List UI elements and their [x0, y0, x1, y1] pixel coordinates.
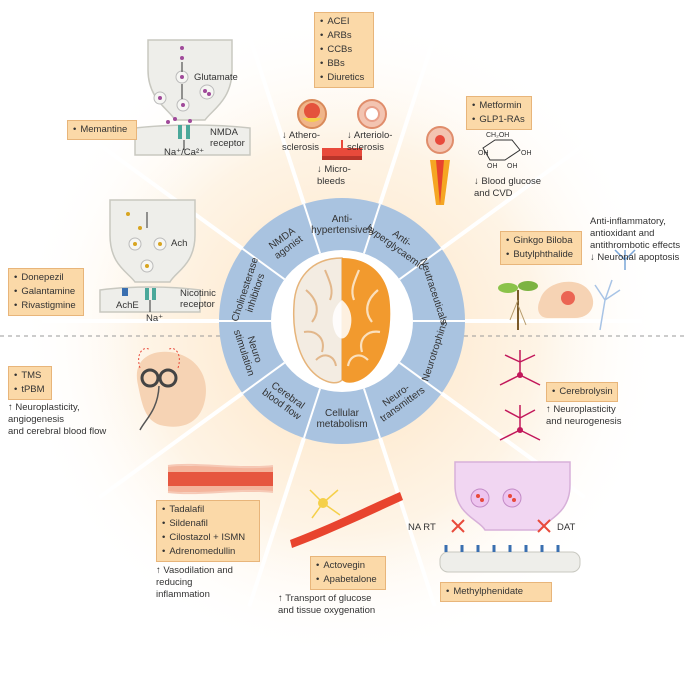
- label-ache: AchE: [116, 300, 139, 311]
- box-neurostimulation: TMStPBM: [8, 366, 52, 400]
- note-arteriolo: ↓ Arteriolo- sclerosis: [347, 130, 393, 153]
- radial-divider: [247, 437, 306, 607]
- label-nmda-receptor: NMDA receptor: [210, 127, 245, 149]
- cholinergic-synapse-illustration: [99, 199, 201, 313]
- box-item: Memantine: [73, 123, 130, 137]
- radial-divider: [247, 35, 306, 205]
- box-item: Rivastigmine: [14, 299, 77, 313]
- segment-separator: [303, 388, 322, 439]
- radial-divider: [98, 391, 244, 499]
- box-item: Galantamine: [14, 285, 77, 299]
- box-cholinesterase: DonepezilGalantamineRivastigmine: [8, 268, 84, 316]
- box-item: Actovegin: [316, 559, 379, 573]
- box-item: Diuretics: [320, 71, 367, 85]
- box-item: tPBM: [14, 383, 45, 397]
- vessel-illustrations: [297, 99, 387, 160]
- segment-separator: [362, 203, 381, 254]
- label-na: Na⁺: [146, 313, 164, 324]
- box-item: TMS: [14, 369, 45, 383]
- box-metabolism: ActoveginApabetalone: [310, 556, 386, 590]
- segment-separators: [219, 203, 465, 439]
- label-nicotinic: Nicotinic receptor: [180, 288, 216, 310]
- note-trophin-effect: ↑ Neuroplasticity and neurogenesis: [546, 404, 622, 427]
- label-dat: DAT: [557, 522, 576, 533]
- label-ach: Ach: [171, 238, 188, 249]
- segment-label-line: hypertensives: [311, 225, 373, 236]
- segment-label-antihyp: Anti-hypertensives: [311, 214, 373, 236]
- box-item: Donepezil: [14, 271, 77, 285]
- note-flow-effect: ↑ Vasodilation and reducing inflammation: [156, 565, 233, 600]
- segment-separator: [241, 247, 286, 281]
- segment-label-line: Anti-: [332, 214, 353, 225]
- nmda-synapse-illustration: [134, 39, 251, 156]
- dopaminergic-synapse-illustration: [439, 461, 581, 573]
- segment-label-line: metabolism: [316, 419, 367, 430]
- box-item: ARBs: [320, 29, 367, 43]
- label-ch2oh: CH₂OH: [486, 132, 510, 139]
- box-item: Methylphenidate: [446, 585, 545, 599]
- label-glutamate: Glutamate: [194, 72, 238, 83]
- segment-separator: [362, 388, 381, 439]
- segment-label-line: Cellular: [325, 408, 360, 419]
- box-memantine: Memantine: [67, 120, 137, 140]
- brain-icon: [292, 257, 391, 384]
- box-item: Tadalafil: [162, 503, 253, 517]
- neurostimulation-illustration: [136, 347, 206, 431]
- artery-illustration: [167, 463, 274, 495]
- box-item: Ginkgo Biloba: [506, 234, 575, 248]
- segment-separator: [398, 247, 443, 281]
- box-item: CCBs: [320, 43, 367, 57]
- radial-divider: [378, 437, 437, 607]
- note-athero: ↓ Athero- sclerosis: [282, 130, 321, 153]
- box-item: Sildenafil: [162, 517, 253, 531]
- radial-dividers: [42, 35, 642, 607]
- note-met-effect: ↑ Transport of glucose and tissue oxygen…: [278, 593, 376, 616]
- box-item: ACEI: [320, 15, 367, 29]
- box-antiglycaemic: MetforminGLP1-RAs: [466, 96, 532, 130]
- label-oh-4: OH: [507, 163, 518, 170]
- label-na-ca: Na⁺/Ca²⁺: [164, 147, 205, 158]
- segment-separator: [398, 361, 443, 395]
- neuron-illustration: [499, 350, 541, 441]
- box-item: Adrenomedullin: [162, 545, 253, 559]
- note-nutra-effect: Anti-inflammatory, antioxidant and antit…: [590, 216, 681, 263]
- box-item: Cerebrolysin: [552, 385, 612, 399]
- label-oh-1: OH: [478, 150, 489, 157]
- radial-divider: [440, 143, 586, 251]
- box-item: Apabetalone: [316, 573, 379, 587]
- box-item: Cilostazol + ISMN: [162, 531, 253, 545]
- box-neurotransmitters: Methylphenidate: [440, 582, 552, 602]
- nutraceutical-illustration: [498, 249, 636, 331]
- label-oh-2: OH: [521, 150, 532, 157]
- box-neurotrophins: Cerebrolysin: [546, 382, 618, 402]
- box-item: BBs: [320, 57, 367, 71]
- radial-divider: [98, 143, 244, 251]
- box-item: Metformin: [472, 99, 525, 113]
- box-item: Butylphthalide: [506, 248, 575, 262]
- box-nutraceuticals: Ginkgo BilobaButylphthalide: [500, 231, 582, 265]
- box-bloodflow: TadalafilSildenafilCilostazol + ISMNAdre…: [156, 500, 260, 562]
- note-microbleeds: ↓ Micro- bleeds: [317, 164, 351, 187]
- radial-divider: [378, 35, 437, 205]
- note-glucose: ↓ Blood glucose and CVD: [474, 176, 542, 199]
- glucose-illustration: [426, 126, 521, 205]
- segment-separator: [303, 203, 322, 254]
- box-item: GLP1-RAs: [472, 113, 525, 127]
- segment-separator: [241, 361, 286, 395]
- label-oh-3: OH: [487, 163, 498, 170]
- label-na-rt: NA RT: [408, 522, 436, 533]
- box-antihypertensives: ACEIARBsCCBsBBsDiuretics: [314, 12, 374, 88]
- astrocyte-vessel-illustration: [290, 489, 403, 548]
- note-stim-effect: ↑ Neuroplasticity, angiogenesis and cere…: [8, 402, 107, 437]
